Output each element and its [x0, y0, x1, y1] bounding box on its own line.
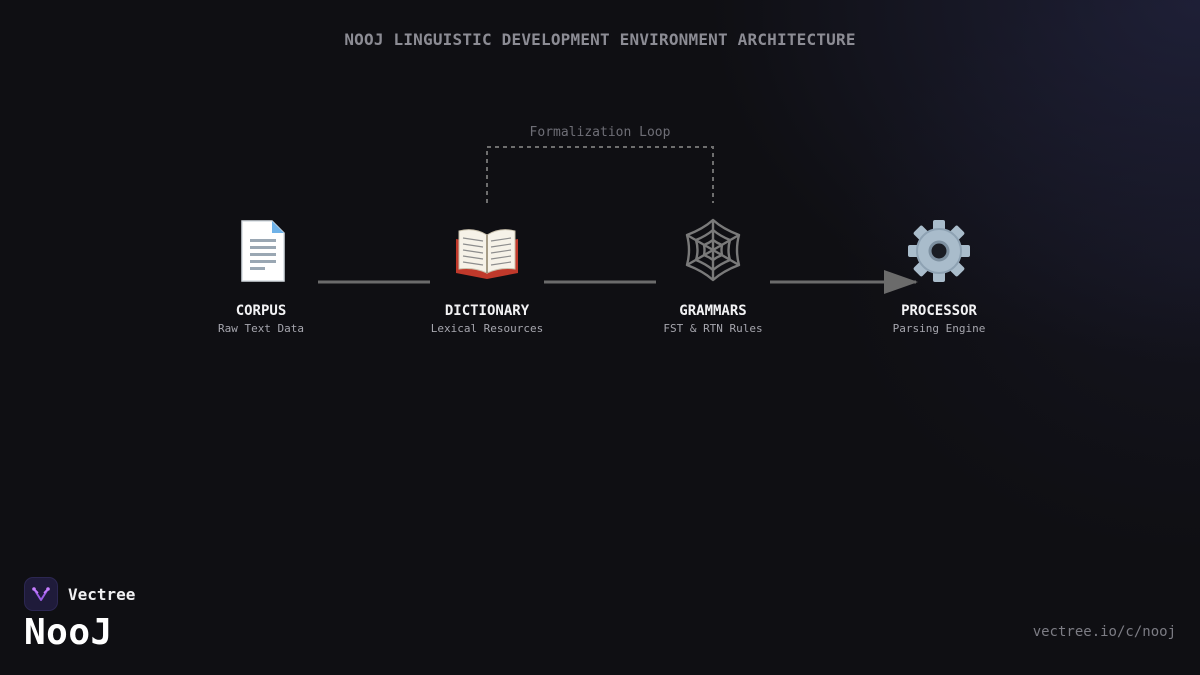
node-grammars[interactable]: GRAMMARS FST & RTN Rules	[628, 215, 798, 335]
open-book-icon	[456, 229, 518, 279]
gear-icon	[908, 220, 970, 282]
formalization-loop-path	[486, 146, 714, 203]
node-processor[interactable]: PROCESSOR Parsing Engine	[854, 215, 1024, 335]
spider-web-icon	[685, 218, 741, 282]
node-subtitle: Lexical Resources	[430, 322, 544, 335]
node-title: CORPUS	[235, 303, 287, 319]
brand-name: Vectree	[68, 584, 136, 604]
diagram-title: NOOJ LINGUISTIC DEVELOPMENT ENVIRONMENT …	[344, 30, 856, 49]
node-title: PROCESSOR	[901, 303, 977, 319]
document-icon	[241, 220, 285, 282]
node-corpus[interactable]: CORPUS Raw Text Data	[176, 215, 346, 335]
brand-block[interactable]: Vectree	[24, 577, 135, 611]
node-subtitle: Raw Text Data	[217, 322, 305, 335]
node-dictionary[interactable]: DICTIONARY Lexical Resources	[402, 215, 572, 335]
node-subtitle: FST & RTN Rules	[663, 322, 763, 335]
node-subtitle: Parsing Engine	[892, 322, 986, 335]
product-name: NooJ	[24, 612, 113, 653]
node-title: DICTIONARY	[444, 303, 530, 319]
vectree-logo-icon	[24, 577, 58, 611]
node-title: GRAMMARS	[679, 303, 747, 319]
formalization-loop-label: Formalization Loop	[529, 125, 671, 140]
footer-url-link[interactable]: vectree.io/c/nooj	[1032, 624, 1176, 640]
